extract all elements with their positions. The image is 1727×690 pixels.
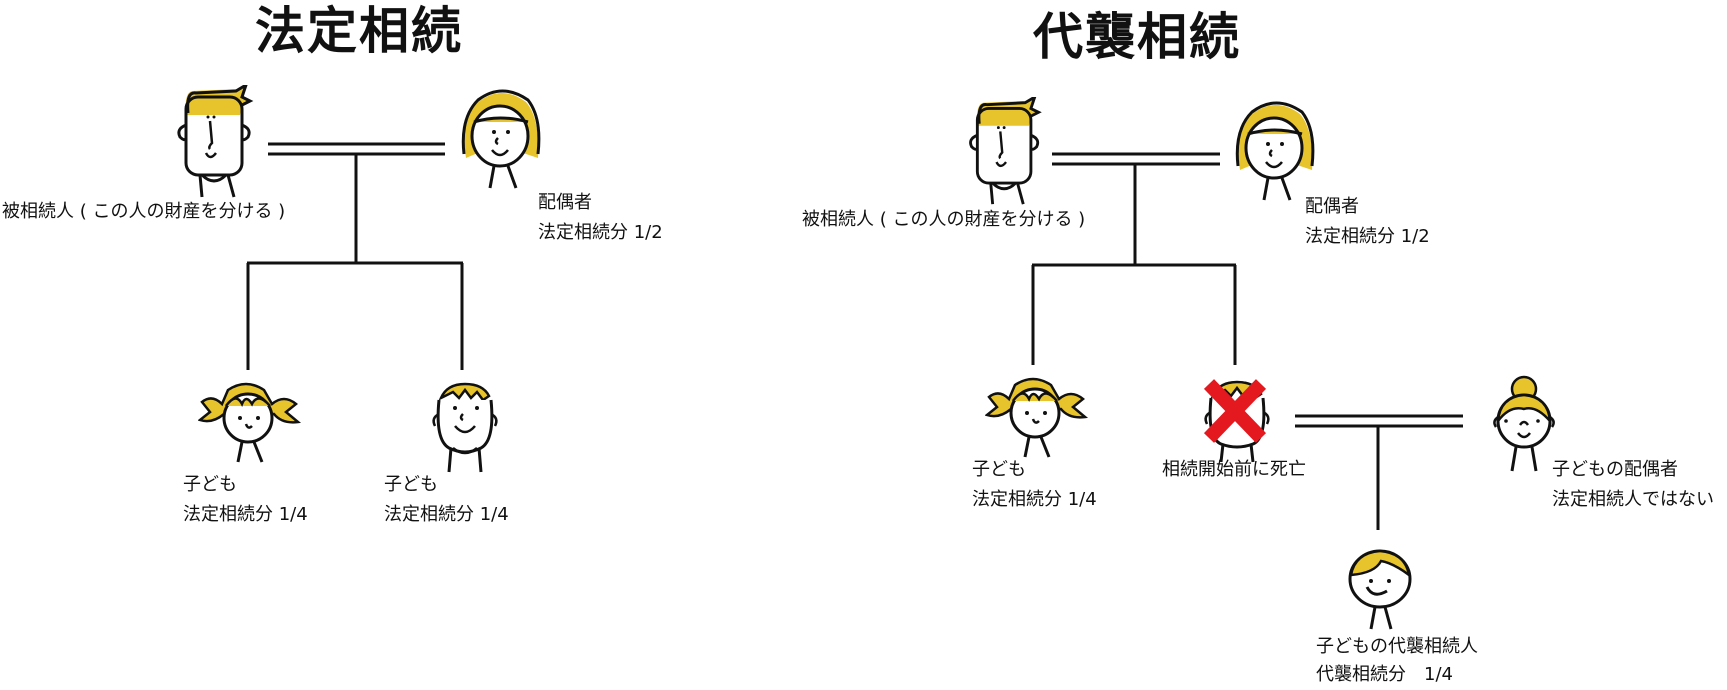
grandchild-figure — [1348, 549, 1412, 630]
right-spouse-figure — [1235, 101, 1315, 201]
child-spouse-role: 子どもの配偶者 — [1552, 459, 1678, 480]
right-spouse-share: 法定相続分 1/2 — [1305, 226, 1430, 247]
right-child-share: 法定相続分 1/4 — [972, 489, 1097, 510]
grandchild-share: 代襲相続分 1/4 — [1316, 664, 1453, 685]
left-title: 法定相続 — [255, 2, 463, 60]
right-decedent-label: 被相続人 ( この人の財産を分ける ) — [802, 209, 1086, 230]
right-title: 代襲相続 — [1033, 8, 1241, 66]
left-child2-share: 法定相続分 1/4 — [384, 504, 509, 525]
child-boy-figure — [432, 382, 498, 473]
deceased-cross-icon — [1203, 379, 1267, 443]
left-decedent-label: 被相続人 ( この人の財産を分ける ) — [2, 201, 286, 222]
left-child2-role: 子ども — [384, 474, 438, 495]
left-child1-share: 法定相続分 1/4 — [183, 504, 308, 525]
right-decedent-figure — [969, 97, 1042, 205]
left-child1-role: 子ども — [183, 474, 237, 495]
right-spouse-role: 配偶者 — [1305, 196, 1359, 217]
left-spouse-role: 配偶者 — [538, 192, 592, 213]
right-child-girl-figure — [985, 377, 1089, 458]
right-child-role: 子ども — [972, 459, 1026, 480]
deceased-note: 相続開始前に死亡 — [1162, 459, 1306, 480]
left-spouse-share: 法定相続分 1/2 — [538, 222, 663, 243]
decedent-figure — [177, 85, 254, 198]
child-spouse-figure — [1493, 375, 1555, 472]
child-girl-figure — [198, 382, 302, 463]
child-spouse-note: 法定相続人ではない — [1552, 489, 1714, 510]
spouse-figure — [461, 89, 541, 189]
grandchild-role: 子どもの代襲相続人 — [1316, 636, 1478, 657]
